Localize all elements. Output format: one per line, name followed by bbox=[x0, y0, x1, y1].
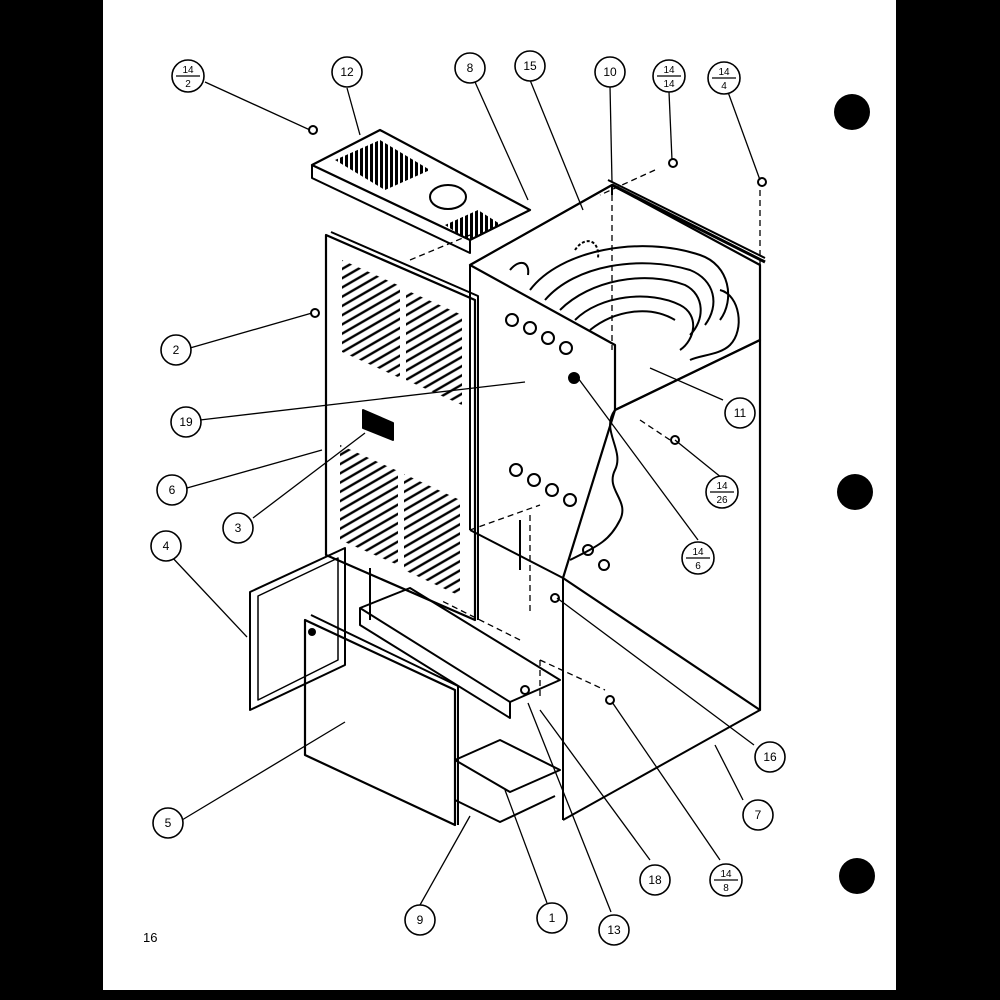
fraction-top: 14 bbox=[718, 67, 730, 78]
lower-door-panel bbox=[303, 614, 459, 827]
page-number: 16 bbox=[143, 930, 158, 945]
binding-hole-top bbox=[834, 94, 870, 130]
callout-label: 10 bbox=[603, 65, 617, 79]
filter-frame bbox=[249, 547, 346, 711]
leader-lines bbox=[169, 79, 761, 913]
callout-label: 9 bbox=[417, 913, 424, 927]
blower-deck bbox=[359, 520, 561, 823]
burner-port-holes bbox=[505, 313, 610, 571]
fraction-bottom: 4 bbox=[721, 81, 727, 92]
callout-18: 18 bbox=[639, 864, 671, 896]
cabinet-assembly bbox=[468, 179, 766, 821]
callout-4: 4 bbox=[150, 530, 182, 562]
fraction-top: 14 bbox=[716, 481, 728, 492]
callout-15: 15 bbox=[514, 50, 546, 82]
fraction-callout-14-6: 146 bbox=[681, 541, 715, 575]
callout-label: 3 bbox=[235, 521, 242, 535]
fraction-bottom: 14 bbox=[663, 79, 675, 90]
fraction-bottom: 2 bbox=[185, 79, 191, 90]
callout-label: 4 bbox=[163, 539, 170, 553]
fraction-top: 14 bbox=[663, 65, 675, 76]
callout-1: 1 bbox=[536, 902, 568, 934]
heat-exchanger bbox=[509, 240, 740, 361]
hidden-lines bbox=[409, 169, 761, 700]
callout-8: 8 bbox=[454, 52, 486, 84]
callout-6: 6 bbox=[156, 474, 188, 506]
callout-13: 13 bbox=[598, 914, 630, 946]
top-panel bbox=[310, 128, 532, 254]
fraction-top: 14 bbox=[720, 869, 732, 880]
callout-10: 10 bbox=[594, 56, 626, 88]
callout-label: 1 bbox=[549, 911, 556, 925]
fraction-callout-14-4: 144 bbox=[707, 61, 741, 95]
callout-19: 19 bbox=[170, 406, 202, 438]
callout-16: 16 bbox=[754, 741, 786, 773]
callout-label: 12 bbox=[340, 65, 354, 79]
callout-label: 16 bbox=[763, 750, 777, 764]
callout-label: 8 bbox=[467, 61, 474, 75]
callout-label: 2 bbox=[173, 343, 180, 357]
fraction-bottom: 8 bbox=[723, 883, 729, 894]
screws bbox=[308, 125, 767, 705]
callout-label: 5 bbox=[165, 816, 172, 830]
callout-label: 13 bbox=[607, 923, 621, 937]
fraction-top: 14 bbox=[182, 65, 194, 76]
front-door-panel bbox=[324, 231, 479, 622]
callout-label: 18 bbox=[648, 873, 662, 887]
callout-7: 7 bbox=[742, 799, 774, 831]
callout-5: 5 bbox=[152, 807, 184, 839]
side-panel-cutaway bbox=[569, 409, 624, 561]
callout-12: 12 bbox=[331, 56, 363, 88]
callout-label: 19 bbox=[179, 415, 193, 429]
binding-hole-middle bbox=[837, 474, 873, 510]
fraction-bottom: 26 bbox=[716, 495, 728, 506]
callout-11: 11 bbox=[724, 397, 756, 429]
callout-label: 6 bbox=[169, 483, 176, 497]
callout-label: 7 bbox=[755, 808, 762, 822]
callout-label: 15 bbox=[523, 59, 537, 73]
binding-hole-bottom bbox=[839, 858, 875, 894]
fraction-callout-14-8: 148 bbox=[709, 863, 743, 897]
callout-label: 11 bbox=[734, 406, 747, 420]
fraction-callout-14-2: 142 bbox=[171, 59, 205, 93]
callout-2: 2 bbox=[160, 334, 192, 366]
fraction-bottom: 6 bbox=[695, 561, 701, 572]
callout-9: 9 bbox=[404, 904, 436, 936]
fraction-top: 14 bbox=[692, 547, 704, 558]
callout-3: 3 bbox=[222, 512, 254, 544]
